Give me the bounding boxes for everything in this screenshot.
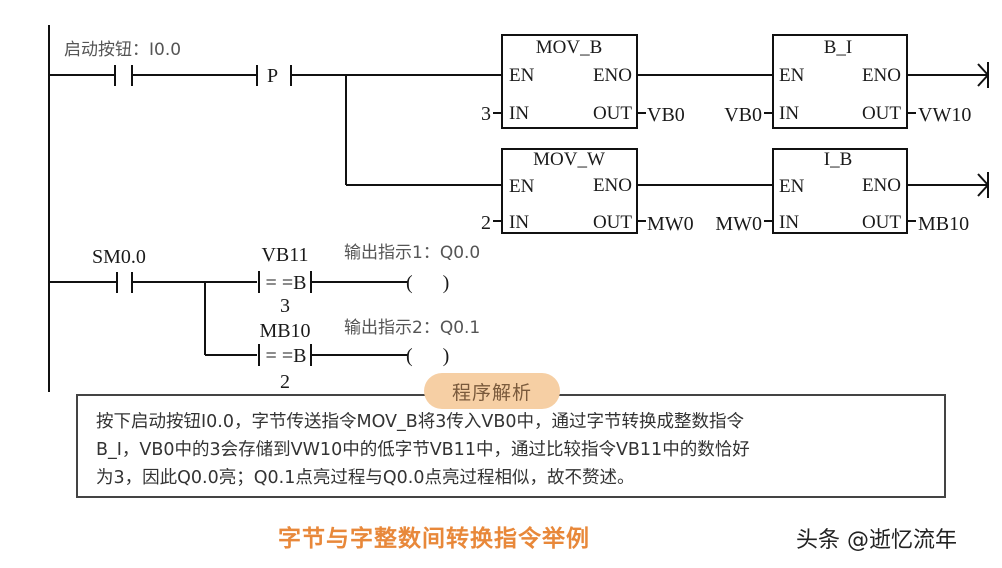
analysis-box — [76, 394, 946, 498]
out-value: MB10 — [918, 213, 969, 235]
rung-end-arrow-icon — [977, 172, 989, 198]
compare-operator: = =B — [266, 272, 307, 294]
compare-bottom-operand: 3 — [280, 295, 290, 317]
compare-bottom-operand: 2 — [280, 371, 290, 393]
pin-en: EN — [779, 65, 805, 86]
pin-eno: ENO — [862, 65, 901, 86]
pin-in: IN — [509, 103, 529, 124]
block-title: MOV_B — [536, 37, 603, 58]
in-value: VB0 — [724, 104, 762, 126]
pin-in: IN — [779, 103, 799, 124]
analysis-line: 为3，因此Q0.0亮；Q0.1点亮过程与Q0.0点亮过程相似，故不赘述。 — [96, 468, 635, 488]
coil-label-q0-0: 输出指示1：Q0.0 — [344, 243, 480, 263]
analysis-line: B_I，VB0中的3会存储到VW10中的低字节VB11中，通过比较指令VB11中… — [96, 440, 750, 460]
pin-en: EN — [509, 176, 535, 197]
coil-q0-0[interactable]: ( ) — [406, 272, 449, 294]
analysis-line: 按下启动按钮I0.0，字节传送指令MOV_B将3传入VB0中，通过字节转换成整数… — [96, 412, 745, 432]
edge-contact-label: P — [267, 65, 278, 87]
pin-in: IN — [779, 212, 799, 233]
compare-top-operand: MB10 — [259, 320, 310, 342]
contact-sm0-0[interactable] — [116, 272, 133, 293]
contact-label-sm0-0: SM0.0 — [92, 246, 146, 268]
pin-out: OUT — [593, 212, 632, 233]
out-value: VW10 — [918, 104, 971, 126]
pin-eno: ENO — [593, 65, 632, 86]
figure-caption: 字节与字整数间转换指令举例 — [278, 526, 590, 552]
block-title: MOV_W — [533, 149, 605, 170]
coil-label-q0-1: 输出指示2：Q0.1 — [344, 318, 480, 338]
contact-label-start-button: 启动按钮：I0.0 — [64, 40, 181, 60]
block-mov-w[interactable] — [501, 148, 638, 234]
analysis-badge: 程序解析 — [424, 373, 560, 409]
contact-i0-0[interactable] — [114, 65, 133, 86]
compare-top-operand: VB11 — [261, 244, 308, 266]
pin-in: IN — [509, 212, 529, 233]
in-value: 2 — [481, 212, 491, 234]
pin-out: OUT — [593, 103, 632, 124]
compare-operator: = =B — [266, 345, 307, 367]
block-mov-b[interactable] — [501, 34, 638, 129]
block-title: I_B — [824, 149, 853, 170]
pin-en: EN — [509, 65, 535, 86]
block-title: B_I — [824, 37, 853, 58]
out-value: MW0 — [647, 213, 694, 235]
pin-eno: ENO — [593, 175, 632, 196]
pin-out: OUT — [862, 103, 901, 124]
in-value: MW0 — [715, 213, 762, 235]
block-b-i[interactable] — [772, 34, 908, 129]
positive-edge-contact[interactable] — [256, 65, 292, 86]
watermark: 头条 @逝忆流年 — [796, 528, 957, 553]
block-i-b[interactable] — [772, 148, 908, 234]
out-value: VB0 — [647, 104, 685, 126]
coil-q0-1[interactable]: ( ) — [406, 345, 449, 367]
in-value: 3 — [481, 103, 491, 125]
pin-en: EN — [779, 176, 805, 197]
rung-end-arrow-icon — [977, 62, 989, 88]
pin-out: OUT — [862, 212, 901, 233]
pin-eno: ENO — [862, 175, 901, 196]
analysis-text: 按下启动按钮I0.0，字节传送指令MOV_B将3传入VB0中，通过字节转换成整数… — [96, 408, 938, 492]
